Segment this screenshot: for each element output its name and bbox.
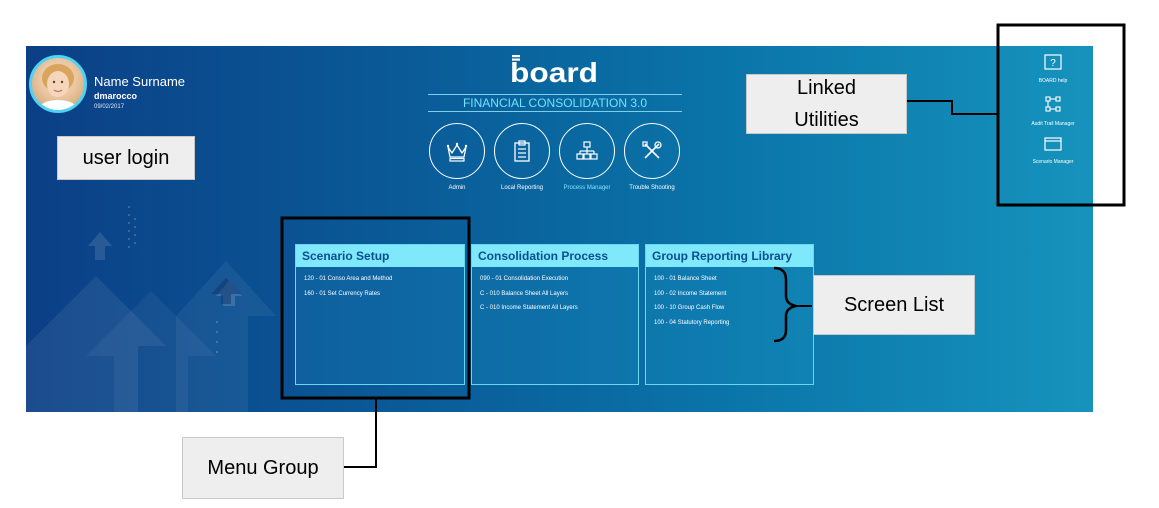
callout-menu-group-text: Menu Group bbox=[207, 457, 319, 479]
callout-user-login: user login bbox=[57, 136, 195, 180]
nav-trouble-shooting-label: Trouble Shooting bbox=[629, 185, 675, 191]
help-icon-glyph: ? bbox=[1050, 58, 1056, 69]
menu-group-title: Group Reporting Library bbox=[646, 245, 813, 267]
scenario-manager-button[interactable]: Scenario Manager bbox=[1018, 137, 1088, 165]
logo-text: board bbox=[510, 57, 598, 88]
user-name: Name Surname bbox=[94, 74, 186, 89]
screen-link[interactable]: 100 - 10 Group Cash Flow bbox=[654, 305, 725, 312]
callout-linked-utilities-line2: Utilities bbox=[794, 109, 859, 131]
menu-group-consolidation-process: Consolidation Process 090 - 01 Consolida… bbox=[471, 244, 639, 385]
avatar bbox=[29, 55, 87, 113]
login-date: 09/02/2017 bbox=[94, 104, 125, 110]
tools-icon bbox=[642, 141, 662, 159]
nav-local-reporting-button[interactable]: Local Reporting bbox=[490, 123, 554, 193]
board-help-button[interactable]: ? BOARD help bbox=[1018, 54, 1088, 84]
menu-group-group-reporting-library: Group Reporting Library 100 - 01 Balance… bbox=[645, 244, 814, 385]
screen-link[interactable]: C - 010 Balance Sheet All Layers bbox=[480, 290, 569, 297]
menu-group-scenario-setup: Scenario Setup 120 - 01 Conso Area and M… bbox=[295, 244, 465, 385]
screen-link[interactable]: 120 - 01 Conso Area and Method bbox=[304, 276, 393, 282]
nav-admin-button[interactable]: Admin bbox=[425, 123, 489, 193]
nav-process-manager-button[interactable]: Process Manager bbox=[555, 123, 619, 193]
menu-group-title: Consolidation Process bbox=[472, 245, 638, 267]
crown-icon bbox=[446, 142, 468, 162]
scenario-manager-label: Scenario Manager bbox=[1032, 159, 1074, 165]
screen-link[interactable]: 100 - 04 Statutory Reporting bbox=[654, 319, 730, 326]
callout-user-login-text: user login bbox=[82, 147, 170, 169]
audit-trail-manager-label: Audit Trail Manager bbox=[1031, 121, 1075, 127]
app-title: FINANCIAL CONSOLIDATION 3.0 bbox=[428, 94, 682, 112]
clipboard-icon bbox=[514, 140, 530, 162]
callout-screen-list-text: Screen List bbox=[843, 294, 945, 316]
callout-linked-utilities-line1: Linked bbox=[797, 77, 856, 99]
screen-link[interactable]: C - 010 Income Statement All Layers bbox=[480, 305, 578, 312]
screen-link[interactable]: 100 - 02 Income Statement bbox=[654, 290, 727, 297]
screen-link[interactable]: 160 - 01 Set Currency Rates bbox=[304, 290, 381, 297]
background-arrows-art bbox=[26, 206, 276, 412]
nav-admin-label: Admin bbox=[448, 185, 466, 191]
nav-local-reporting-label: Local Reporting bbox=[500, 185, 544, 191]
callout-linked-utilities: Linked Utilities bbox=[746, 74, 907, 134]
app-screen: Name Surname dmarocco 09/02/2017 board F… bbox=[26, 46, 1093, 412]
board-logo: board bbox=[510, 55, 598, 88]
nav-process-manager-label: Process Manager bbox=[563, 185, 611, 191]
help-icon: ? bbox=[1044, 54, 1062, 70]
user-login-id: dmarocco bbox=[94, 91, 138, 101]
hierarchy-icon bbox=[576, 141, 598, 160]
callout-screen-list: Screen List bbox=[813, 275, 975, 335]
callout-menu-group: Menu Group bbox=[182, 437, 344, 499]
window-icon bbox=[1044, 137, 1062, 151]
screen-link[interactable]: 090 - 01 Consolidation Execution bbox=[480, 276, 569, 282]
board-help-label: BOARD help bbox=[1038, 78, 1068, 84]
audit-trail-icon bbox=[1045, 96, 1061, 112]
audit-trail-manager-button[interactable]: Audit Trail Manager bbox=[1018, 95, 1088, 127]
menu-group-title: Scenario Setup bbox=[296, 245, 464, 267]
screen-link[interactable]: 100 - 01 Balance Sheet bbox=[654, 276, 717, 282]
nav-trouble-shooting-button[interactable]: Trouble Shooting bbox=[620, 123, 684, 193]
